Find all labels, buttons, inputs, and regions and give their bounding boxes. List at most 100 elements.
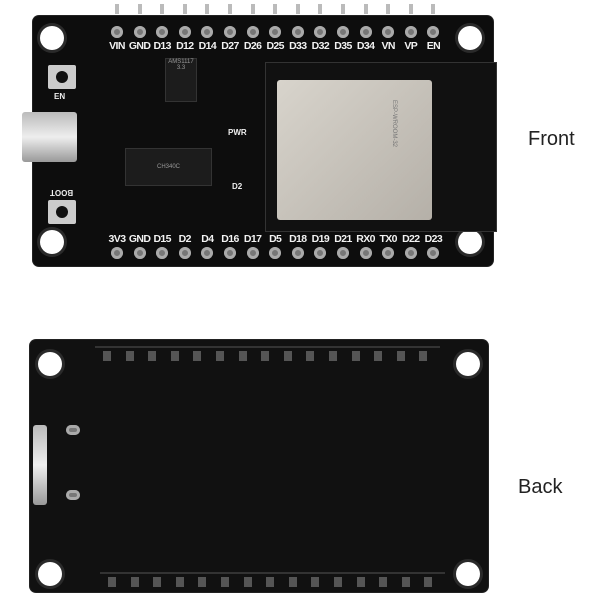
pin-pad	[201, 26, 214, 38]
mounting-hole	[38, 562, 62, 586]
header-pin	[374, 351, 383, 361]
header-pin	[306, 351, 315, 361]
pin-label-top: D13	[153, 40, 171, 52]
header-pin	[334, 577, 342, 587]
pin-label-bottom: D22	[402, 233, 420, 245]
boot-button[interactable]	[48, 200, 76, 224]
header-pin	[103, 351, 111, 361]
pin-pad	[291, 26, 304, 38]
usb-c-port-back	[33, 425, 47, 505]
pin-label-bottom: D15	[153, 233, 171, 245]
mounting-hole	[456, 352, 480, 376]
pin-pad	[291, 247, 304, 259]
pin-pad	[246, 247, 259, 259]
pin-pad	[404, 26, 417, 38]
mounting-hole	[456, 562, 480, 586]
header-pin	[238, 351, 247, 361]
module-text: ESP-WROOM-32	[391, 100, 397, 148]
mounting-hole	[40, 230, 64, 254]
header-pin	[108, 577, 116, 587]
header-pin	[137, 4, 142, 14]
pin-pad	[337, 247, 349, 259]
header-pin	[261, 351, 270, 361]
d2-led-label: D2	[232, 182, 243, 191]
pin-pad	[337, 26, 349, 38]
pin-pad	[269, 247, 282, 259]
pin-label-top: VIN	[109, 40, 125, 52]
header-pin	[130, 577, 139, 587]
regulator-text: AMS1117 3.3	[168, 59, 194, 71]
pin-pad	[382, 26, 395, 38]
mounting-hole	[40, 26, 64, 50]
header-pin	[170, 351, 179, 361]
pin-label-top: D35	[334, 40, 352, 52]
pin-label-top: D12	[176, 40, 194, 52]
header-pin	[160, 4, 165, 14]
header-pin	[386, 4, 391, 14]
pwr-led-label: PWR	[228, 128, 247, 137]
pin-pad	[156, 26, 169, 38]
pin-label-bottom: D23	[424, 233, 443, 245]
header-pin	[228, 4, 232, 14]
pin-pad	[224, 247, 236, 259]
header-pin	[175, 577, 184, 587]
pin-pad	[427, 26, 440, 38]
pin-label-top: D27	[221, 40, 239, 52]
header-pin	[401, 577, 410, 587]
pin-header-top	[95, 346, 440, 364]
en-button[interactable]	[48, 65, 76, 89]
pin-label-top: EN	[426, 40, 441, 52]
usb-chip-text: CH340C	[156, 164, 180, 170]
usb-solder-pad	[66, 490, 80, 500]
pin-pad	[111, 26, 123, 38]
pin-label-top: D32	[311, 40, 330, 52]
boot-button-label: BOOT	[50, 188, 74, 197]
regulator-chip: AMS1117 3.3	[165, 58, 197, 102]
pin-pad	[178, 26, 191, 38]
back-label: Back	[518, 476, 563, 498]
usb-serial-chip: CH340C	[125, 148, 212, 186]
pin-pad	[156, 247, 169, 259]
header-pin	[341, 4, 345, 14]
header-pin	[153, 577, 162, 587]
pin-label-bottom: D4	[201, 233, 214, 245]
header-pin	[419, 351, 428, 361]
pin-pad	[201, 247, 214, 259]
pin-label-top: D14	[198, 40, 217, 52]
pin-label-top: D26	[243, 40, 262, 52]
header-pin	[243, 577, 252, 587]
header-pin	[221, 577, 229, 587]
pin-header-bottom	[100, 572, 445, 590]
pin-pad	[246, 26, 259, 38]
pin-pad	[427, 247, 440, 259]
pin-label-bottom: D17	[243, 233, 262, 245]
pin-pad	[224, 26, 236, 38]
header-pin	[198, 577, 207, 587]
header-pin	[283, 351, 292, 361]
en-button-label: EN	[54, 92, 66, 101]
pin-pad	[359, 26, 372, 38]
pin-pad	[359, 247, 372, 259]
header-pin	[351, 351, 360, 361]
header-pin	[115, 4, 119, 14]
mounting-hole	[38, 352, 62, 376]
pin-pad	[314, 26, 327, 38]
header-pin	[329, 351, 337, 361]
header-pin	[250, 4, 255, 14]
header-pin	[193, 351, 202, 361]
pin-label-bottom: RX0	[356, 233, 375, 245]
pin-label-top: D33	[289, 40, 307, 52]
usb-c-port-front	[22, 112, 77, 162]
pin-pad	[404, 247, 417, 259]
pin-pad	[178, 247, 191, 259]
header-pin	[295, 4, 300, 14]
header-pin	[182, 4, 187, 14]
header-pin	[148, 351, 157, 361]
pin-pad	[133, 247, 146, 259]
header-pin	[356, 577, 365, 587]
header-pin	[363, 4, 368, 14]
front-label: Front	[528, 128, 575, 150]
header-pin	[125, 351, 134, 361]
pin-pad	[269, 26, 282, 38]
mounting-hole	[458, 26, 482, 50]
